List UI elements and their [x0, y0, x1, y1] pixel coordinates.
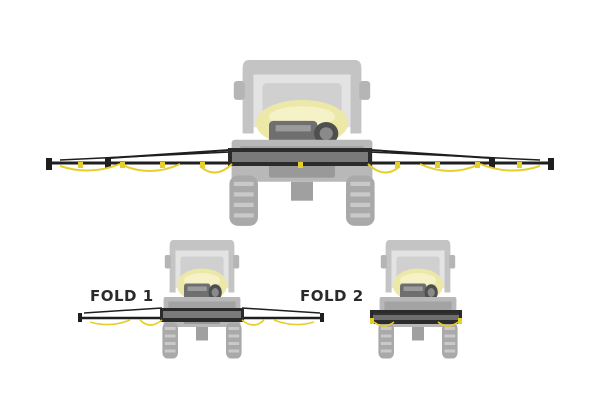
boom-extended	[46, 148, 554, 174]
vehicle-fold-2	[378, 240, 458, 359]
boom-fold-2	[370, 310, 462, 327]
vehicle-fold-1	[162, 240, 242, 359]
boom-fold-1	[78, 307, 324, 326]
vehicle-extended	[229, 60, 375, 226]
fold-2-label: FOLD 2	[300, 287, 364, 305]
fold-1-label: FOLD 1	[90, 287, 154, 305]
